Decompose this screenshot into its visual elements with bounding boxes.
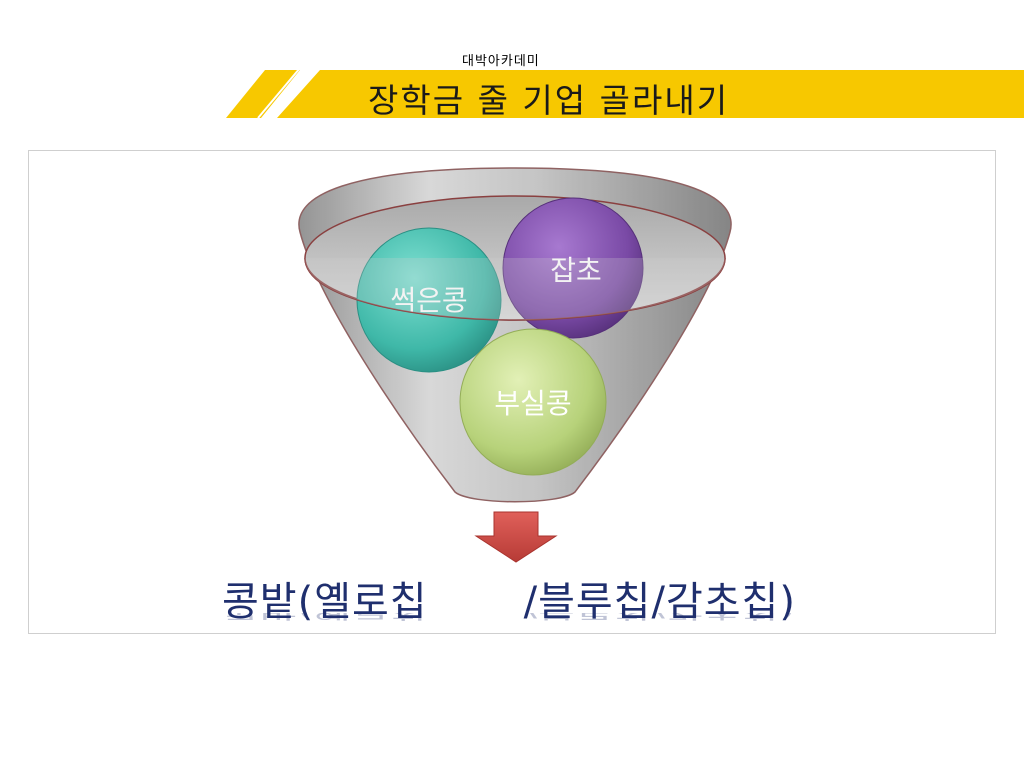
page-title: 장학금 줄 기업 골라내기 (368, 81, 730, 120)
circle-rotten-beans: 썩은콩 (356, 227, 502, 373)
title-banner (226, 68, 1024, 119)
result-caption: 콩밭(옐로칩 /블루칩/감초칩) (222, 579, 796, 625)
label-weak-beans: 부실콩 (494, 387, 571, 420)
banner-bar (277, 70, 1024, 118)
down-arrow-icon (474, 511, 558, 563)
circle-weak-beans: 부실콩 (459, 328, 607, 476)
label-weeds: 잡초 (550, 254, 602, 287)
subtitle: 대박아카데미 (462, 54, 540, 69)
circle-weeds: 잡초 (502, 197, 644, 339)
banner-stripe (226, 70, 300, 118)
result-caption-reflection: 콩밭(옐로칩 /블루칩/감초칩) (222, 613, 796, 622)
